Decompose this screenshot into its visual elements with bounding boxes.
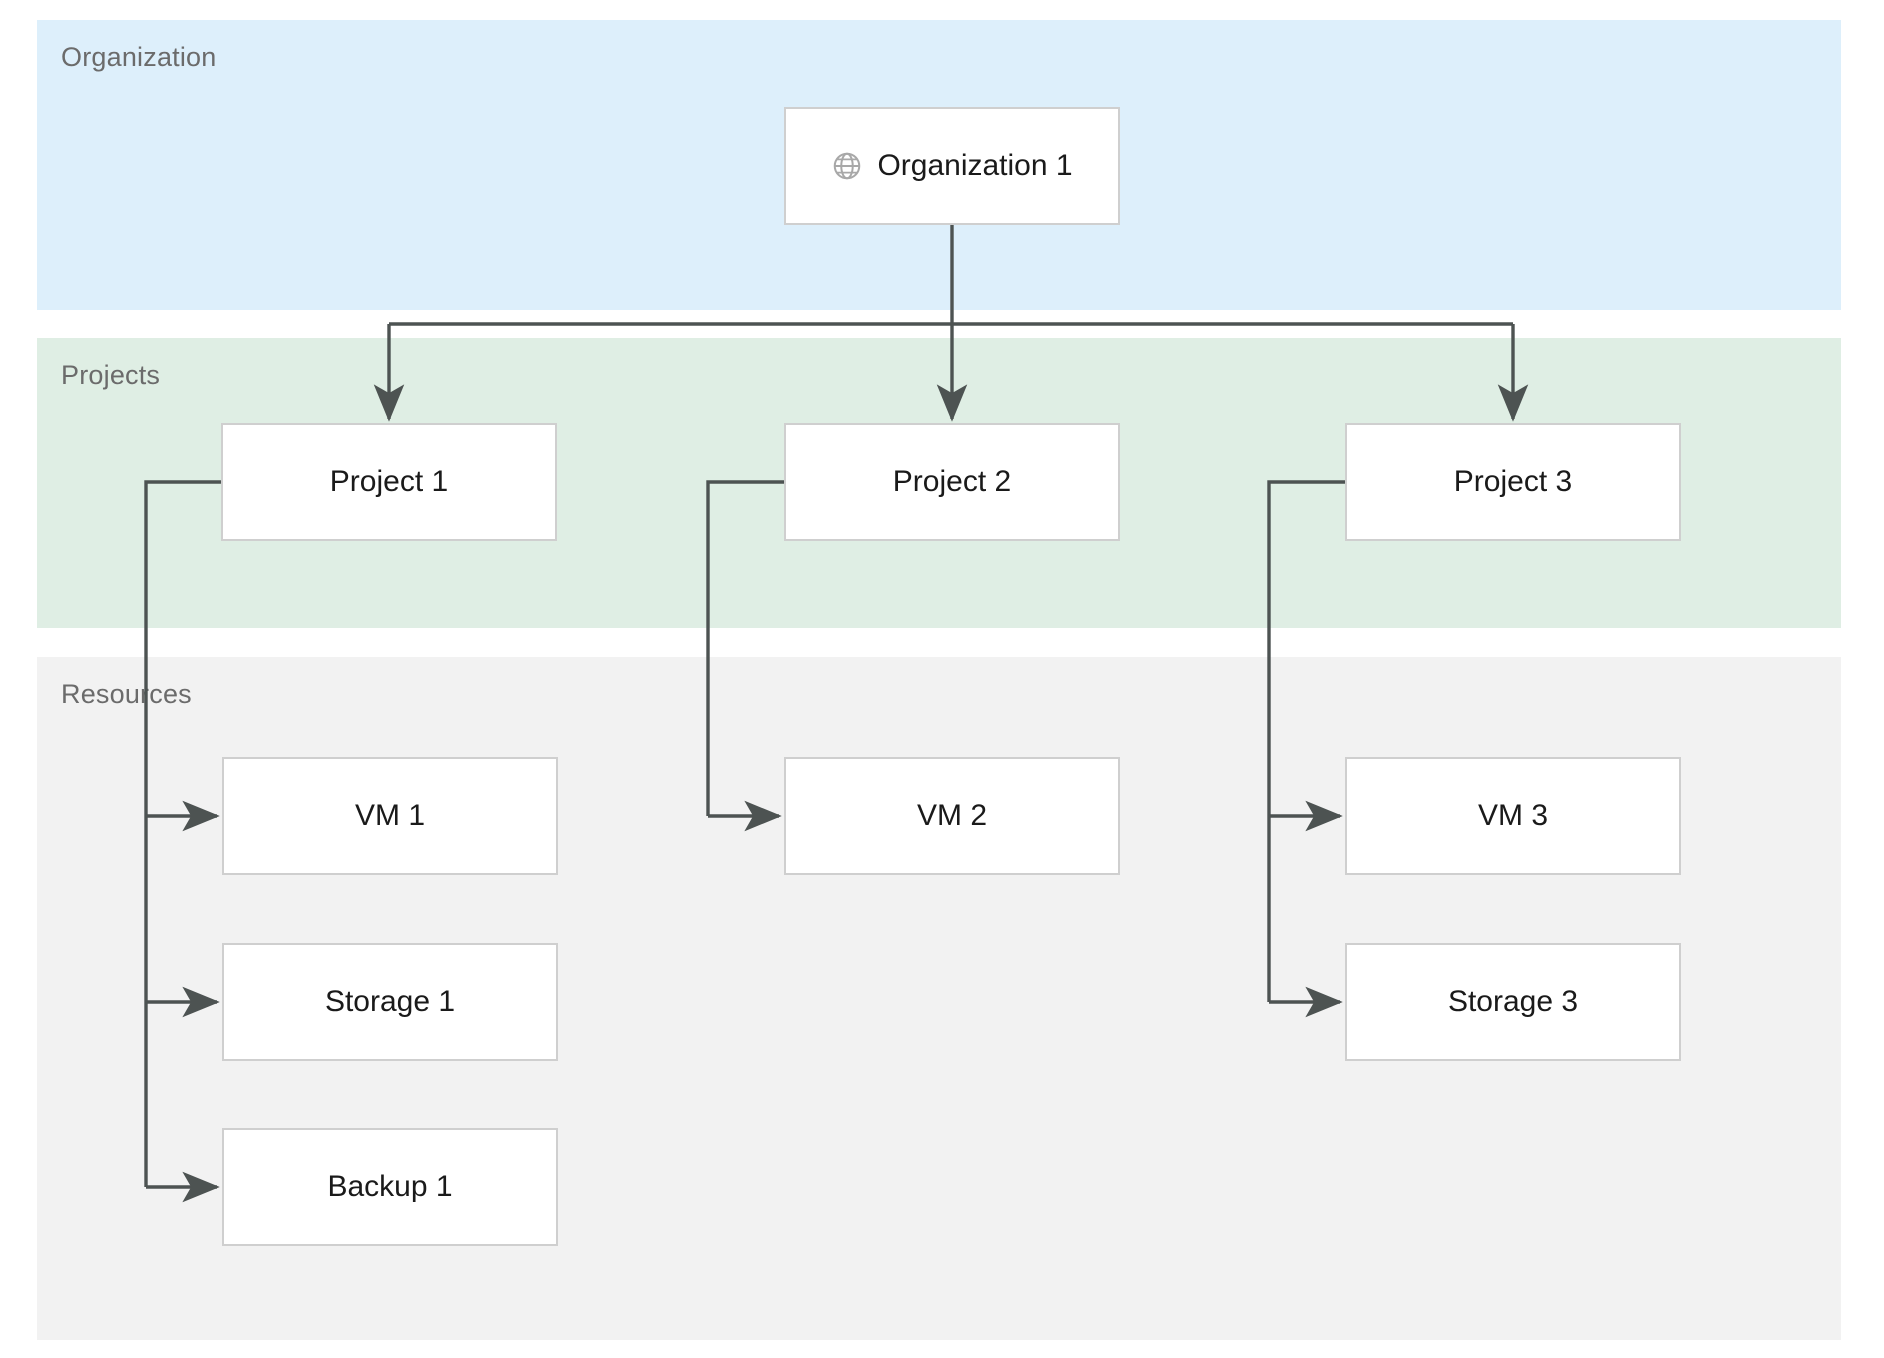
node-label: Project 3: [1453, 465, 1573, 498]
node-label: VM 1: [354, 799, 426, 832]
globe-icon: [834, 152, 861, 180]
node-label: Project 2: [892, 465, 1012, 498]
node-content: Organization 1: [831, 149, 1073, 182]
band-label-projects: Projects: [61, 360, 161, 390]
node-backup-1[interactable]: Backup 1: [222, 1128, 558, 1246]
node-label: Storage 3: [1447, 985, 1579, 1018]
node-storage-3[interactable]: Storage 3: [1345, 943, 1681, 1061]
node-vm-3[interactable]: VM 3: [1345, 757, 1681, 875]
node-storage-1[interactable]: Storage 1: [222, 943, 558, 1061]
node-label: VM 2: [916, 799, 988, 832]
node-label: Organization 1: [877, 149, 1073, 182]
band-label-organization: Organization: [61, 42, 217, 72]
node-label: Backup 1: [327, 1170, 453, 1203]
node-vm-2[interactable]: VM 2: [784, 757, 1120, 875]
node-organization-1[interactable]: Organization 1: [784, 107, 1120, 225]
node-label: Storage 1: [324, 985, 456, 1018]
node-project-1[interactable]: Project 1: [221, 423, 557, 541]
node-project-3[interactable]: Project 3: [1345, 423, 1681, 541]
node-vm-1[interactable]: VM 1: [222, 757, 558, 875]
band-label-resources: Resources: [61, 679, 192, 709]
node-label: Project 1: [329, 465, 449, 498]
node-label: VM 3: [1477, 799, 1549, 832]
node-project-2[interactable]: Project 2: [784, 423, 1120, 541]
